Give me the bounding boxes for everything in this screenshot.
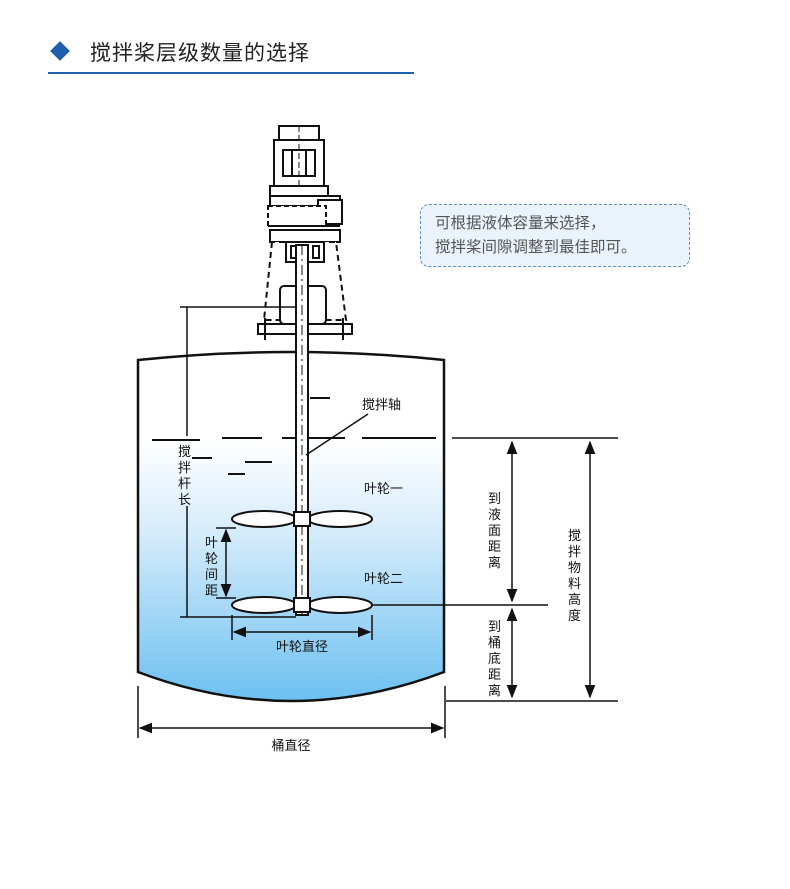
mixing-shaft [295,244,309,616]
rod-length-dimension [180,306,296,618]
reference-lines [372,437,618,702]
svg-text:离: 离 [488,683,501,699]
svg-text:距: 距 [205,584,218,599]
svg-text:长: 长 [178,493,191,508]
label-impeller-diameter: 叶轮直径 [276,640,328,655]
tip-line-1: 可根据液体容量来选择， [435,214,606,232]
svg-text:间: 间 [205,568,218,583]
label-rod-length: 搅 拌 杆 长 [178,444,191,508]
svg-text:物: 物 [568,561,581,576]
section-title: 搅拌桨层级数量的选择 [90,41,310,65]
svg-text:度: 度 [568,608,581,624]
label-shaft: 搅拌轴 [362,397,401,413]
liquid-surface-line [152,397,436,475]
svg-text:杆: 杆 [178,477,191,492]
svg-text:距: 距 [488,540,501,555]
impeller-diameter-dimension [231,615,373,640]
impeller-1 [231,510,373,528]
svg-text:到: 到 [488,620,501,635]
label-material-height: 搅 拌 物 料 高 度 [568,528,581,624]
tip-line-2: 搅拌桨间隙调整到最佳即可。 [435,238,637,256]
svg-text:叶: 叶 [205,536,218,551]
svg-text:距: 距 [488,668,501,683]
tank-diameter-dimension [137,686,446,738]
svg-text:轮: 轮 [205,552,218,567]
section-header: 搅拌桨层级数量的选择 [48,36,414,76]
svg-text:料: 料 [568,577,581,592]
svg-text:离: 离 [488,555,501,571]
title-underline [48,72,414,74]
shaft-leader-line [305,413,369,456]
impeller-2 [231,596,373,614]
tank-outline [136,350,446,703]
svg-text:搅: 搅 [178,444,191,460]
tip-box: 可根据液体容量来选择， 搅拌桨间隙调整到最佳即可。 [420,204,690,267]
svg-text:到: 到 [488,492,501,507]
label-to-surface: 到 液 面 距 离 [488,492,501,571]
svg-text:搅: 搅 [568,528,581,544]
svg-text:底: 底 [488,651,501,667]
label-impeller-2: 叶轮二 [364,572,403,587]
label-tank-diameter: 桶直径 [271,739,310,754]
svg-text:桶: 桶 [488,636,501,651]
svg-text:高: 高 [568,592,581,608]
label-impeller-spacing: 叶 轮 间 距 [205,536,218,599]
svg-text:液: 液 [488,508,501,523]
svg-text:面: 面 [488,524,501,539]
svg-text:拌: 拌 [178,461,191,476]
label-impeller-1: 叶轮一 [364,482,403,497]
impeller-spacing-dimension [216,527,236,599]
svg-text:拌: 拌 [568,545,581,560]
label-to-bottom: 到 桶 底 距 离 [488,620,501,699]
